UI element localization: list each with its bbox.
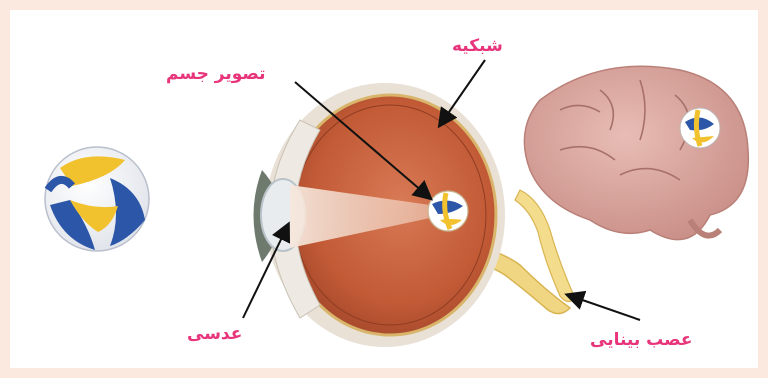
- optic-nerve-pointer-arrow: [568, 295, 640, 320]
- lens-label: عدسی: [187, 324, 242, 344]
- volleyball-icon: [45, 147, 149, 251]
- retina-image-ball-icon: [428, 191, 468, 231]
- image-label: تصویر جسم: [166, 64, 266, 84]
- brain-icon: [524, 66, 748, 239]
- retina-label: شبکیه: [452, 36, 503, 56]
- optic-nerve-label: عصب بینایی: [590, 330, 693, 350]
